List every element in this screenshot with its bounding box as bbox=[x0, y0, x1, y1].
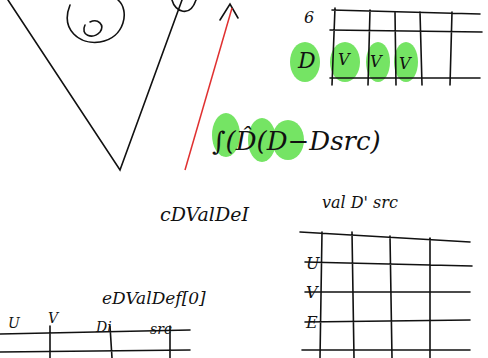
handwritten-label: eDValDef[0] bbox=[102, 290, 206, 307]
handwritten-label: D bbox=[298, 50, 316, 72]
handwritten-label: 6 bbox=[304, 10, 314, 26]
handwritten-label: val D' src bbox=[322, 195, 398, 211]
handwritten-label: cDValDeI bbox=[160, 205, 249, 224]
handwritten-label: V bbox=[338, 52, 350, 68]
handwritten-label: V bbox=[306, 285, 318, 301]
handwritten-label: U bbox=[8, 316, 20, 330]
handwritten-label: src bbox=[150, 322, 172, 336]
handwritten-label: ∫(D̂(D−Dsrc) bbox=[212, 128, 381, 154]
highlight-marks bbox=[212, 42, 418, 162]
handwritten-label: U bbox=[306, 256, 319, 272]
handwritten-label: V bbox=[370, 54, 382, 70]
handwritten-label: V bbox=[399, 56, 411, 72]
handwritten-label: E bbox=[306, 315, 318, 331]
handwritten-label: V bbox=[48, 311, 58, 325]
handwritten-label: Di bbox=[96, 320, 112, 334]
